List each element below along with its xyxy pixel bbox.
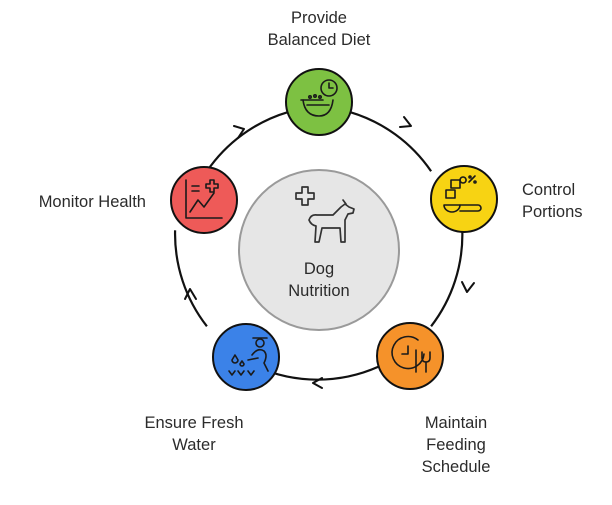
watering-person-icon xyxy=(228,337,269,376)
ring-arc-water-to-health xyxy=(173,230,208,327)
diet-node-circle xyxy=(285,68,353,136)
ring-arc-diet-to-portions xyxy=(349,110,433,172)
label-portions: Control Portions xyxy=(522,179,610,223)
node-water xyxy=(212,323,280,391)
label-health: Monitor Health xyxy=(0,191,146,213)
water-node-circle xyxy=(212,323,280,391)
center-label-line-1: Dog xyxy=(303,260,335,278)
dog-bowl-clock-icon xyxy=(300,79,338,117)
center-circle xyxy=(238,169,400,331)
center-label: Dog Nutrition xyxy=(269,258,369,302)
label-diet-line-2: Balanced Diet xyxy=(267,31,371,49)
node-health xyxy=(170,166,238,234)
label-portions-line-1: Control xyxy=(522,181,576,199)
label-health-line-1: Monitor Health xyxy=(38,193,146,211)
label-schedule: Maintain Feeding Schedule xyxy=(400,412,512,478)
portions-node-circle xyxy=(430,165,498,233)
label-schedule-line-3: Schedule xyxy=(421,458,491,476)
label-diet-line-1: Provide xyxy=(291,9,347,27)
center-label-line-2: Nutrition xyxy=(288,282,350,300)
label-water-line-1: Ensure Fresh xyxy=(144,414,244,432)
center-node xyxy=(238,169,400,331)
ring-arc-health-to-diet xyxy=(205,110,289,172)
label-portions-line-2: Portions xyxy=(522,203,583,221)
ring-arrow-2 xyxy=(461,281,475,293)
ring-arrow-4 xyxy=(184,288,197,300)
dog-icon xyxy=(295,186,355,243)
clock-fork-icon xyxy=(391,335,431,373)
ring-arrow-5 xyxy=(233,125,245,139)
label-water-line-2: Water xyxy=(172,436,216,454)
label-schedule-line-1: Maintain xyxy=(424,414,488,432)
schedule-node-circle xyxy=(376,322,444,390)
cycle-ring xyxy=(173,110,475,389)
label-diet: Provide Balanced Diet xyxy=(249,7,389,51)
measuring-scoop-icon xyxy=(443,175,482,213)
node-diet xyxy=(285,68,353,136)
ring-arrow-1 xyxy=(399,116,412,128)
ring-arc-portions-to-schedule xyxy=(430,230,464,327)
health-chart-icon xyxy=(185,179,223,219)
node-schedule xyxy=(376,322,444,390)
node-portions xyxy=(430,165,498,233)
label-schedule-line-2: Feeding xyxy=(426,436,486,454)
health-node-circle xyxy=(170,166,238,234)
ring-arrow-3 xyxy=(312,377,323,389)
label-water: Ensure Fresh Water xyxy=(119,412,269,456)
